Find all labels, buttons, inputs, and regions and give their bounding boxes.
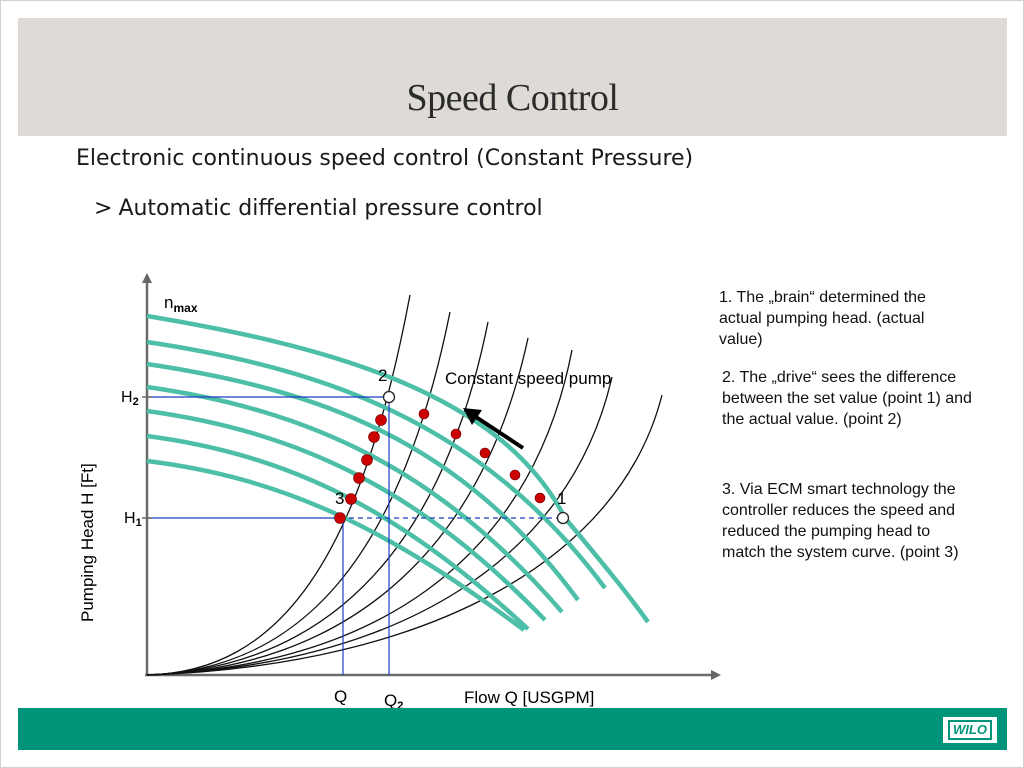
operating-point-marker — [368, 431, 380, 443]
h2-label: H2 — [121, 389, 139, 408]
wilo-logo: WILO — [943, 717, 997, 743]
operating-point-marker — [345, 493, 357, 505]
slide-footer: WILO — [18, 708, 1007, 750]
operating-point-marker — [375, 414, 387, 426]
point-3-label: 3 — [335, 489, 344, 508]
note-brain: 1. The „brain“ determined the actual pum… — [719, 289, 926, 348]
h1-label: H1 — [124, 510, 142, 529]
pump-curve-nmax — [146, 313, 650, 624]
slide-subtitle: Electronic continuous speed control (Con… — [76, 146, 694, 171]
system-curve — [146, 376, 613, 676]
point-2-label: 2 — [378, 366, 387, 385]
y-axis-label: Pumping Head H [Ft] — [78, 463, 97, 622]
point-2-marker — [382, 390, 396, 404]
constant-speed-pump-label: Constant speed pump — [445, 369, 611, 388]
operating-point-marker — [353, 472, 365, 484]
x-axis-label: Flow Q [USGPM] — [464, 688, 594, 707]
operating-point-marker — [534, 492, 546, 504]
pump-curve — [146, 433, 530, 631]
nmax-label: nmax — [164, 293, 198, 315]
operating-point-marker — [450, 428, 462, 440]
bullet-text: Automatic differential pressure control — [118, 196, 543, 221]
point-1-marker — [556, 511, 570, 525]
point-1-label: 1 — [557, 489, 566, 508]
q2-label: Q2 — [384, 691, 403, 712]
pump-curve — [146, 339, 607, 590]
q1-label: Q — [334, 687, 347, 706]
note-drive: 2. The „drive“ sees the difference betwe… — [722, 369, 972, 428]
direction-arrow — [474, 415, 525, 450]
pump-curve — [146, 361, 580, 602]
slide-title: Speed Control — [406, 77, 619, 119]
operating-point-marker — [418, 408, 430, 420]
direction-arrow-head — [463, 408, 482, 425]
slide-bullet: >Automatic differential pressure control — [94, 196, 543, 221]
system-curve — [146, 394, 663, 676]
system-curve — [146, 337, 529, 676]
operating-point-marker — [361, 454, 373, 466]
slide-header: Speed Control — [18, 18, 1007, 136]
system-curve — [146, 294, 411, 676]
bullet-marker: > — [94, 196, 113, 221]
logo-text: WILO — [948, 720, 992, 740]
system-curve — [146, 349, 573, 676]
note-ecm: 3. Via ECM smart technology the controll… — [722, 481, 959, 561]
operating-point-marker — [509, 469, 521, 481]
point-3-marker — [334, 512, 346, 524]
system-curve — [146, 311, 451, 676]
operating-point-marker — [479, 447, 491, 459]
